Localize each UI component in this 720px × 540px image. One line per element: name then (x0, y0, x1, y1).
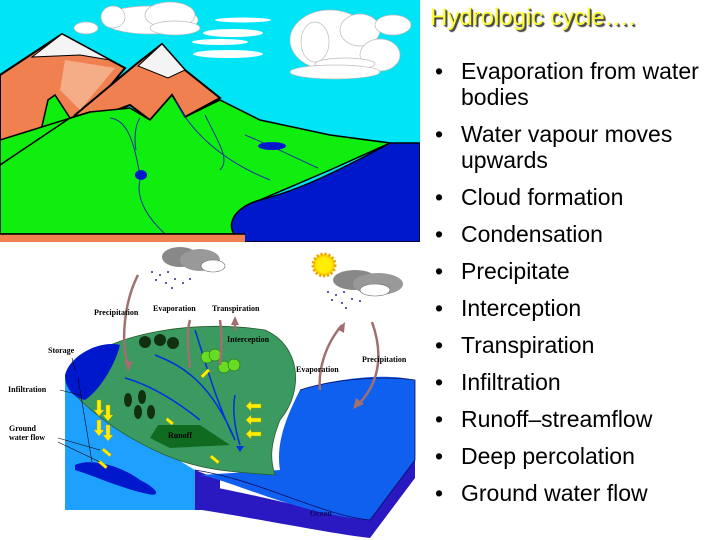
bullet-text: Precipitate (461, 258, 570, 284)
runoff-block (150, 425, 230, 448)
bullet-item: • Transpiration (433, 332, 720, 358)
bullet-text: Condensation (461, 221, 603, 247)
mountain-landscape-illustration (0, 0, 420, 242)
rain-left (151, 271, 191, 289)
cloud-right (333, 270, 403, 297)
rain-right (327, 291, 361, 309)
bullet-text: Transpiration (461, 332, 595, 358)
sun (311, 252, 337, 278)
cloud-left (162, 247, 226, 273)
cloud-right (289, 9, 412, 80)
process-arrows (122, 274, 380, 406)
trees (124, 334, 179, 419)
pond-small (135, 170, 147, 180)
bullet-text: Runoff–streamflow (461, 406, 653, 432)
bullet-list: • Evaporation from water bodies • Water va… (433, 58, 720, 517)
pond-right (258, 142, 286, 150)
cloud-left (73, 1, 201, 36)
bullet-item: • Deep percolation (433, 443, 720, 469)
ground-water-flow-label-line2: water flow (9, 433, 45, 442)
bullet-marker: • (435, 369, 444, 395)
bullet-marker: • (435, 332, 444, 358)
bullet-item: • Condensation (433, 221, 720, 247)
streamflow (124, 329, 241, 446)
ocean (200, 376, 415, 520)
bullet-text: Ground water flow (461, 480, 648, 506)
bullet-item: • Water vapour moves upwards (433, 121, 720, 173)
stream (109, 117, 166, 235)
hydrologic-cycle-diagram: Runoff (0, 242, 420, 540)
bullet-item: • Runoff–streamflow (433, 406, 720, 432)
slide-title: Hydrologic cycle…. (430, 4, 636, 31)
bullet-item: • Cloud formation (433, 184, 720, 210)
bullet-text: Evaporation from water bodies (461, 58, 699, 110)
bullet-marker: • (435, 58, 444, 84)
bullet-text: Deep percolation (461, 443, 635, 469)
bullet-item: • Interception (433, 295, 720, 321)
bullet-marker: • (435, 443, 444, 469)
leader-lines (57, 357, 101, 463)
bullet-text: Cloud formation (461, 184, 624, 210)
infiltration-arrows (93, 368, 262, 470)
storage-label: Storage (48, 346, 75, 355)
bullet-marker: • (435, 221, 444, 247)
precipitation-label-right: Precipitation (362, 355, 407, 364)
bullet-text: Water vapour moves upwards (461, 121, 673, 173)
bullet-item: • Infiltration (433, 369, 720, 395)
bullet-item: • Ground water flow (433, 480, 720, 506)
runoff-label: Runoff (168, 431, 192, 440)
bullet-text: Interception (461, 295, 582, 321)
ocean-label: Ocean (310, 509, 332, 518)
cloud-streaks (192, 17, 271, 58)
bullet-marker: • (435, 258, 444, 284)
bullet-marker: • (435, 184, 444, 210)
transpiration-label: Transpiration (212, 304, 260, 313)
groundwater-pool (75, 462, 157, 495)
precipitation-label-left: Precipitation (94, 308, 139, 317)
evaporation-label-right: Evaporation (296, 365, 339, 374)
bullet-marker: • (435, 121, 444, 147)
bullet-marker: • (435, 480, 444, 506)
bullet-item: • Evaporation from water bodies (433, 58, 720, 110)
storage-lake (65, 344, 120, 400)
bullet-marker: • (435, 295, 444, 321)
bullet-item: • Precipitate (433, 258, 720, 284)
infiltration-label: Infiltration (8, 385, 47, 394)
bullet-marker: • (435, 406, 444, 432)
interception-label: Interception (227, 335, 270, 344)
bullet-text: Infiltration (461, 369, 561, 395)
ground-water-flow-label-line1: Ground (9, 424, 37, 433)
evaporation-label-left: Evaporation (153, 304, 196, 313)
